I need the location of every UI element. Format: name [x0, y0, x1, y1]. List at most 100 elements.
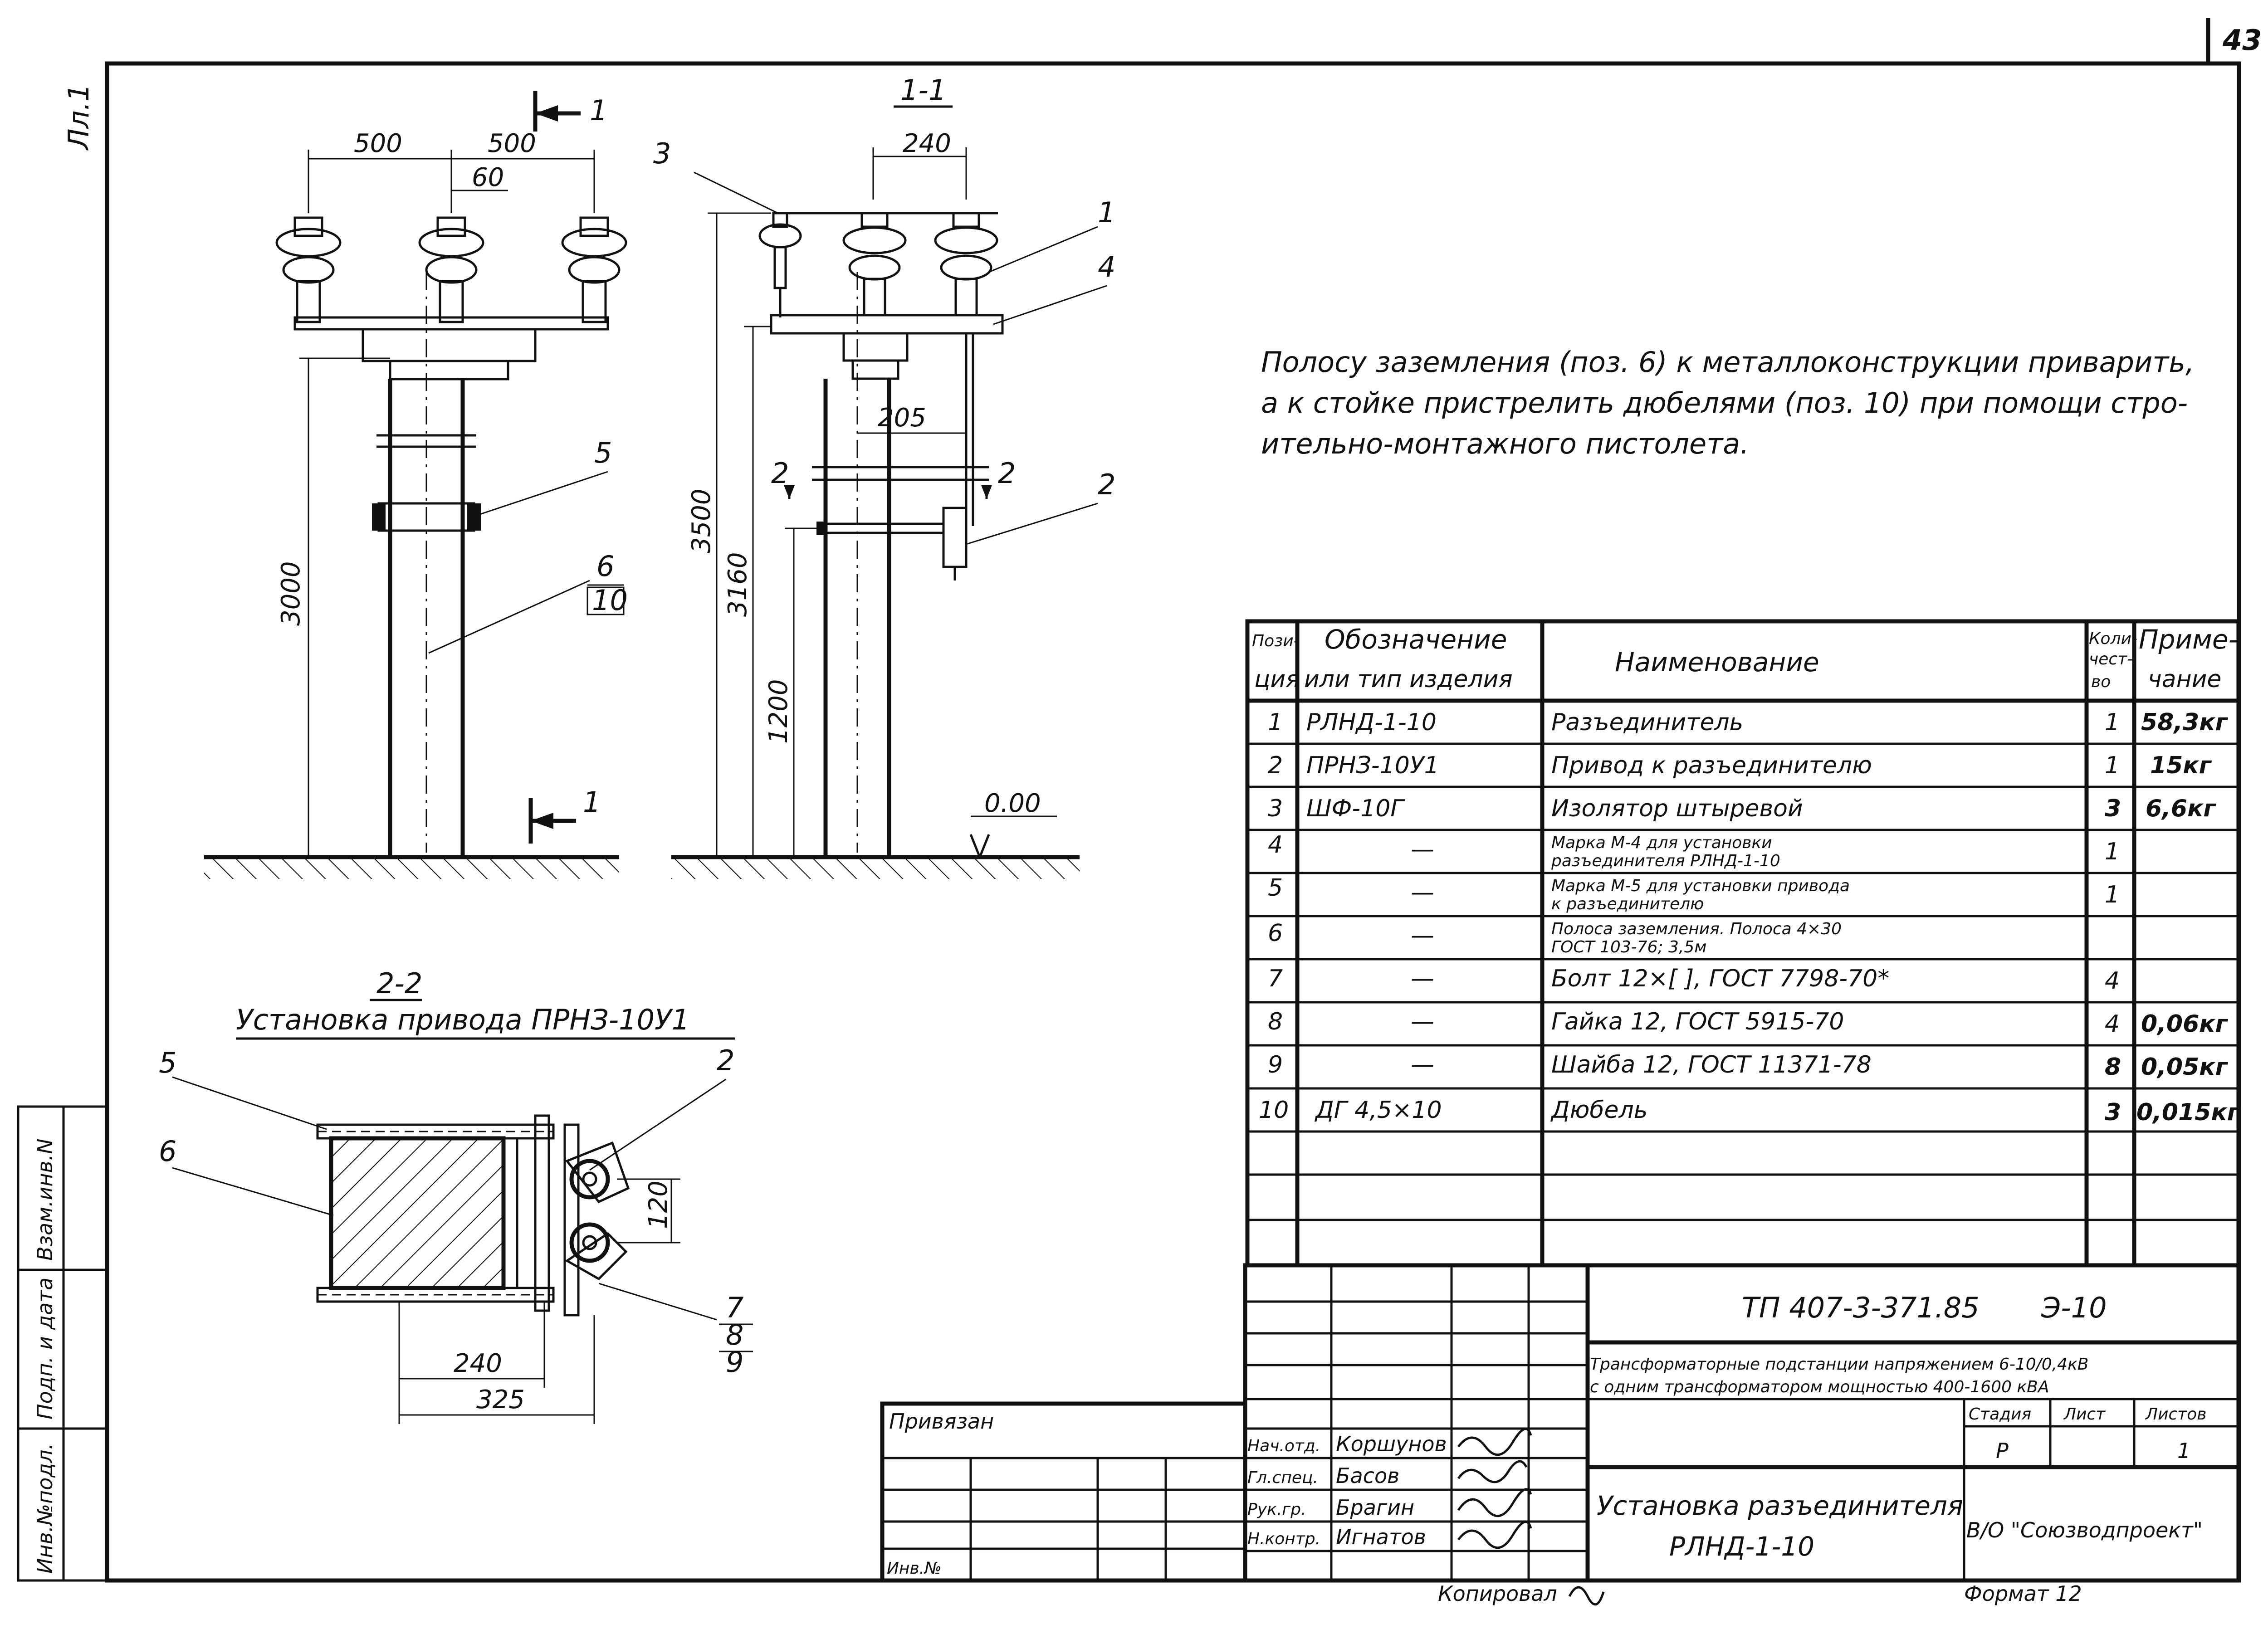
- level-0-00: 0.00: [984, 789, 1041, 818]
- spec-table: Пози- ция Обозначение или тип изделия На…: [1245, 619, 2241, 1268]
- row-7-qty: 4: [2105, 967, 2120, 995]
- dim-120: 120: [644, 1180, 673, 1229]
- row-7-name: Болт 12×[ ], ГОСТ 7798-70*: [1551, 965, 1889, 992]
- row-8-name: Гайка 12, ГОСТ 5915-70: [1551, 1008, 1844, 1035]
- row-4-pos: 4: [1268, 831, 1283, 858]
- row-1-pos: 1: [1268, 709, 1283, 736]
- row-9-pos: 9: [1268, 1051, 1283, 1078]
- row-7-pos: 7: [1268, 965, 1283, 992]
- section-mark-bottom: 1: [528, 785, 601, 844]
- callout-6: 6: [596, 550, 614, 583]
- sig-role-3: Рук.гр.: [1247, 1500, 1306, 1519]
- dim-325: 325: [476, 1385, 525, 1415]
- hdr-designation-2: или тип изделия: [1304, 666, 1513, 693]
- row-8-note: 0,06кг: [2141, 1010, 2229, 1038]
- row-3-name: Изолятор штыревой: [1551, 795, 1803, 822]
- row-8-qty: 4: [2105, 1010, 2120, 1038]
- stamp-original-inv: Инв.№подл.: [33, 1443, 57, 1574]
- side-stamp: Взам.инв.N Подп. и дата Инв.№подл.: [17, 1105, 108, 1582]
- row-9-name: Шайба 12, ГОСТ 11371-78: [1551, 1051, 1872, 1078]
- front-view: 1 1 500 500 60: [275, 91, 628, 857]
- dim-3500: 3500: [687, 488, 716, 553]
- row-4-name-1: Марка М-4 для установки: [1551, 834, 1772, 852]
- pole-front: [372, 272, 481, 857]
- sig-name-1: Коршунов: [1336, 1432, 1447, 1456]
- ground-front: [204, 855, 619, 879]
- tb-organization: В/О "Союзводпроект": [1966, 1518, 2203, 1542]
- row-9-qty: 8: [2105, 1054, 2121, 1081]
- hdr-pos-2: ция: [1254, 666, 1300, 693]
- row-5-name-1: Марка М-5 для установки привода: [1551, 877, 1850, 895]
- ground-section: [671, 855, 1080, 879]
- title-block: Привязан Инв.№ Нач.отд. Коршунов Гл.спец…: [880, 1263, 2241, 1583]
- pole-section: [812, 272, 989, 857]
- row-3-qty: 3: [2105, 795, 2121, 822]
- dim-3000: 3000: [276, 561, 306, 626]
- row-5-qty: 1: [2105, 881, 2120, 908]
- row-2-note: 15кг: [2150, 752, 2212, 779]
- tb-project-2: с одним трансформатором мощностью 400-16…: [1590, 1378, 2049, 1396]
- tb-sheets-label: Листов: [2145, 1405, 2206, 1424]
- tb-inv-no: Инв.№: [887, 1559, 942, 1578]
- tb-code: ТП 407-3-371.85: [1742, 1291, 1980, 1324]
- row-4-name-2: разъединителя РЛНД-1-10: [1551, 852, 1780, 870]
- row-10-name: Дюбель: [1550, 1097, 1647, 1124]
- stamp-replaced-inv: Взам.инв.N: [33, 1138, 57, 1261]
- copied-by: Копировал: [1438, 1581, 1557, 1606]
- callout-3: 3: [653, 137, 671, 170]
- callout-1: 1: [1098, 196, 1115, 229]
- section-2-2: 2-2 Установка привода ПРНЗ-10У1 120 240: [159, 967, 753, 1424]
- note-line-2: а к стойке пристрелить дюбелями (поз. 10…: [1261, 386, 2188, 419]
- dim-240-bottom: 240: [454, 1349, 502, 1378]
- callout-2: 2: [1098, 468, 1115, 501]
- note-line-1: Полосу заземления (поз. 6) к металлоконс…: [1261, 346, 2195, 379]
- tb-drawing-title-1: Установка разъединителя: [1597, 1490, 1963, 1521]
- hdr-designation-1: Обозначение: [1325, 624, 1507, 655]
- row-1-name: Разъединитель: [1551, 709, 1743, 736]
- stamp-sign-date: Подп. и дата: [33, 1278, 57, 1419]
- insulator-section-b: [934, 212, 998, 317]
- row-6-name-1: Полоса заземления. Полоса 4×30: [1551, 920, 1842, 938]
- dim-3160: 3160: [723, 552, 753, 617]
- section-2-2-subtitle: Установка привода ПРНЗ-10У1: [236, 1003, 689, 1036]
- callout-9: 9: [726, 1346, 743, 1379]
- sig-role-2: Гл.спец.: [1247, 1468, 1318, 1487]
- hdr-pos-1: Пози-: [1252, 632, 1300, 650]
- callout-2-b: 2: [717, 1044, 734, 1077]
- callout-8: 8: [726, 1318, 743, 1351]
- row-10-note: 0,015кг: [2136, 1099, 2240, 1126]
- section-2-2-title: 2-2: [376, 967, 422, 1000]
- row-5-name-2: к разъединителю: [1551, 895, 1704, 913]
- dim-60: 60: [472, 163, 504, 192]
- section-1-1-title: 1-1: [900, 73, 946, 107]
- row-3-designation: ШФ-10Г: [1306, 795, 1405, 822]
- row-9-note: 0,05кг: [2141, 1054, 2229, 1081]
- tb-sheets: 1: [2177, 1439, 2190, 1463]
- row-2-designation: ПРНЗ-10У1: [1306, 752, 1439, 779]
- hdr-qty-1: Коли-: [2089, 629, 2137, 648]
- copier-mark: [1568, 1586, 1605, 1606]
- row-7-designation: —: [1411, 965, 1434, 992]
- row-6-name-2: ГОСТ 103-76; 3,5м: [1551, 938, 1706, 956]
- row-2-pos: 2: [1268, 752, 1283, 779]
- hdr-name: Наименование: [1615, 647, 1819, 678]
- dim-500-right: 500: [488, 129, 536, 158]
- row-6-pos: 6: [1268, 920, 1283, 947]
- svg-text:1: 1: [590, 94, 607, 127]
- row-1-designation: РЛНД-1-10: [1306, 709, 1437, 736]
- row-2-name: Привод к разъединителю: [1551, 752, 1872, 779]
- tb-sheet-label: Лист: [2063, 1405, 2106, 1424]
- section-1-1: 1-1 240: [653, 73, 1115, 858]
- dim-205: 205: [878, 403, 926, 433]
- sheet-label: Лл.1: [62, 84, 95, 151]
- dim-1200: 1200: [764, 679, 793, 744]
- sig-name-3: Брагин: [1336, 1495, 1414, 1520]
- format-label: Формат 12: [1964, 1581, 2082, 1606]
- note: Полосу заземления (поз. 6) к металлоконс…: [1261, 346, 2195, 460]
- sig-role-4: Н.контр.: [1247, 1530, 1320, 1548]
- note-line-3: ительно-монтажного пистолета.: [1261, 427, 1749, 460]
- callout-5-b: 5: [159, 1046, 176, 1079]
- tb-project-1: Трансформаторные подстанции напряжением …: [1590, 1355, 2089, 1374]
- row-8-pos: 8: [1268, 1008, 1283, 1035]
